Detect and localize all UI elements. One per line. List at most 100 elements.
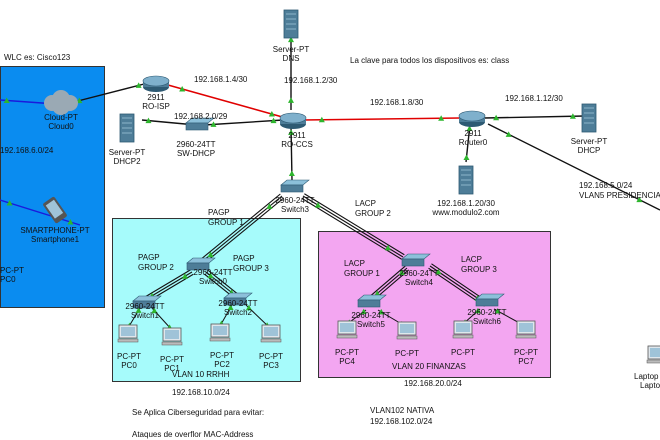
link-cloud-isp-status [135,82,142,88]
note-password: La clave para todos los dispositivos es:… [350,56,510,65]
ro-ccs-icon [279,112,307,124]
note-wlc: WLC es: Cisco123 [4,53,71,62]
pc4-type: PC-PT [335,348,359,357]
ro-ccs-name: RO-CCS [281,140,313,149]
pc1-name: PC1 [164,364,180,373]
switch0-top [186,257,216,264]
link-switch1-pc1-status [151,307,158,314]
etherchannel-pagp-group2-status [181,273,188,279]
net-dns-link: 192.168.1.2/30 [284,76,338,85]
switch4-name: Switch4 [404,278,434,287]
etherchannel-lacp-group1 [369,265,406,297]
vlan5-name: VLAN5 PRESIDENCIA [579,191,660,200]
etherchannel-lacp-group1-status [398,269,405,275]
link-ccs-switch3-status [288,129,295,135]
pc7-name: PC7 [518,357,534,366]
cloud-name: Cloud0 [48,122,74,131]
link-smartphone-ap-status [6,200,13,206]
link-switch5-pc5-status [378,308,385,315]
switch0-type: 2960-24TT [193,268,233,277]
pagp-group3-l1: PAGP [233,254,255,263]
net-router0-dhcp: 192.168.1.12/30 [505,94,563,103]
laptop-name: Laptop [640,381,660,390]
pc5-keyboard [396,335,418,340]
switch5-icon [357,299,381,308]
vlan10-name: VLAN 10 RRHH [172,370,230,379]
etherchannel-pagp-group2 [143,269,191,299]
switch6-type: 2960-24TT [467,308,507,317]
link-ccs-router0-status [438,115,445,121]
net-wlan: 192.168.6.0/24 [0,146,54,155]
link-dns-ccs-status [288,36,294,43]
pc0-screen [121,327,135,336]
link-router0-dhcp-status [569,113,576,119]
lacp-group2-l2: GROUP 2 [355,209,391,218]
sw-dhcp-icon [185,122,209,131]
pc4-screen [340,323,354,332]
link-swdhcp-ccs [203,119,284,126]
security-item1: Ataques de overflor MAC-Address [132,430,254,439]
cloud-type: Cloud-PT [44,113,78,122]
switch3-type: 2960-24TT [275,196,315,205]
switch5-type: 2960-24TT [351,311,391,320]
link-router0-web-status [466,125,473,132]
lacp-group2-l1: LACP [355,199,376,208]
laptop-keyboard [646,359,660,364]
pc1-screen [165,330,179,339]
link-isp-ccs-status [268,111,275,117]
link-switch2-pc2-status [227,304,234,311]
switch1-type: 2960-24TT [125,302,165,311]
pc2-name: PC2 [214,360,230,369]
pc3-type: PC-PT [259,352,283,361]
vlan102-label: VLAN102 NATIVA [370,406,435,415]
pc6-type: PC-PT [451,348,475,357]
switch6-name: Switch6 [472,317,502,326]
lacp-group3-l2: GROUP 3 [461,265,497,274]
link-isp-ccs-status [179,85,186,92]
ro-isp-type: 2911 [147,93,165,102]
pc2-screen [213,326,227,335]
switch3-icon [280,184,304,193]
switch6-top [475,293,505,300]
pc0-name: PC0 [121,361,137,370]
ro-isp-name: RO-ISP [142,102,170,111]
zone-vlan20-finanzas [318,231,551,378]
switch0-name: Switch0 [198,277,228,286]
dns-type: Server-PT [272,45,310,54]
link-router0-dhcp [483,115,586,119]
link-router0-dhcp-status [493,114,500,121]
switch5-top [357,294,387,301]
switch2-type: 2960-24TT [218,299,258,308]
smartphone-name: Smartphone1 [30,235,80,244]
link-switch6-pc6-status [474,307,481,314]
link-ccs-router0 [302,117,461,121]
switch1-top [132,295,162,302]
pc2-keyboard [209,337,231,342]
link-smartphone-ap-status [67,219,74,225]
pc0-type: PC-PT [117,352,141,361]
vlan20-net: 192.168.20.0/24 [404,379,462,388]
pc7-type: PC-PT [514,348,538,357]
ro-ccs-type: 2911 [288,131,306,140]
switch2-name: Switch2 [223,308,253,317]
pc5-type: PC-PT [395,349,419,358]
vlan10-net: 192.168.10.0/24 [172,388,230,397]
etherchannel-lacp-group2-status [315,202,321,208]
pc7-screen [519,323,533,332]
router0-name: Router0 [458,138,488,147]
dhcp-type: Server-PT [570,137,608,146]
etherchannel-lacp-group2 [304,193,405,256]
sw-dhcp-type: 2960-24TT [176,140,216,149]
dhcp2-type: Server-PT [108,148,146,157]
vlan102-net: 192.168.102.0/24 [370,417,433,426]
etherchannel-pagp-group1-status [207,251,214,258]
pagp-group2-l1: PAGP [138,253,160,262]
pc3-screen [264,327,278,336]
laptop-type: Laptop [634,372,659,381]
link-switch5-pc4-status [360,308,367,315]
pc4-keyboard [336,334,358,339]
net-dhcp-segment: 192.168.2.0/29 [174,112,228,121]
pc3-keyboard [260,338,282,343]
dhcp2-name: DHCP2 [113,157,141,166]
